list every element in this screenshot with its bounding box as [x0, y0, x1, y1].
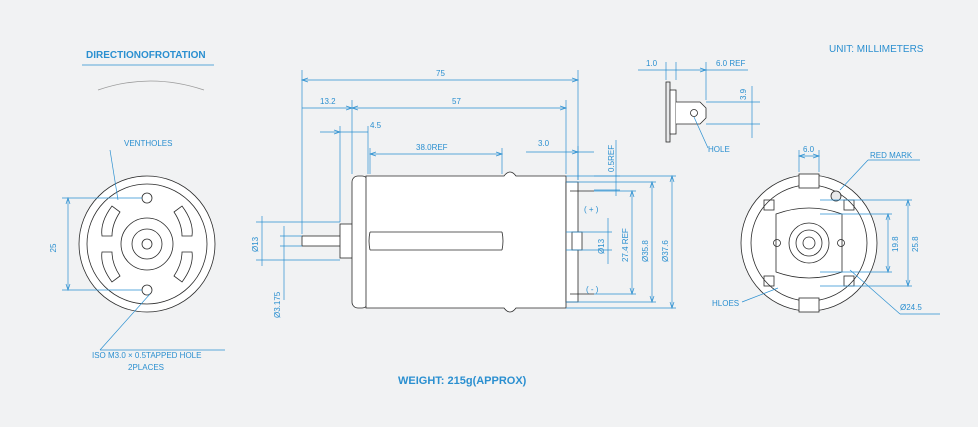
red-mark-dot [830, 190, 842, 202]
right-end-view [740, 173, 878, 313]
dim-25-8: 25.8 [911, 236, 920, 252]
venthole-4 [173, 251, 193, 283]
left-view-dims [62, 149, 225, 351]
shaft-end [141, 238, 153, 250]
hole-label: HOLE [708, 145, 730, 154]
dim-3-9: 3.9 [739, 88, 748, 100]
dim-d37-6: Ø37.6 [661, 240, 670, 262]
can-seam-curve-r [501, 231, 504, 251]
rear-cap-outer [740, 174, 878, 312]
end-cap-outer [78, 175, 216, 313]
side-view-dims [256, 70, 676, 310]
dim-57: 57 [452, 97, 461, 106]
right-view-dims [741, 150, 940, 315]
terminal-detail [665, 81, 707, 143]
venthole-3 [173, 205, 193, 237]
side-view [301, 171, 594, 313]
dim-4-5: 4.5 [370, 121, 382, 130]
left-dim-25: 25 [49, 243, 58, 252]
dim-3-0: 3.0 [538, 139, 550, 148]
dim-1-0: 1.0 [646, 59, 658, 68]
dim-38ref: 38.0REF [416, 143, 448, 152]
venthole-2 [101, 251, 121, 283]
dim-13-2: 13.2 [320, 97, 336, 106]
terminal-post [669, 89, 677, 135]
dim-27-4ref: 27.4 REF [621, 228, 630, 262]
bearing-inner [131, 228, 163, 260]
dim-0-5ref: 0.5REF [607, 145, 616, 172]
weight-label: WEIGHT: 215g(APPROX) [398, 375, 527, 387]
places-label: 2PLACES [128, 363, 164, 372]
rotation-title: DIRECTIONOFROTATION [86, 50, 206, 61]
plus-label: ( + ) [584, 205, 599, 214]
end-cap-ring [86, 183, 208, 305]
venthole-1 [101, 205, 121, 237]
terminal-dims [638, 62, 760, 149]
terminal-bottom [798, 297, 820, 313]
clip-1 [763, 199, 775, 211]
dim-d35-8: Ø35.8 [641, 240, 650, 262]
dim-d24-5: Ø24.5 [900, 303, 922, 312]
unit-label: UNIT: MILLIMETERS [829, 44, 924, 55]
rotation-arc [97, 80, 205, 91]
bearing-boss [120, 217, 174, 271]
dim-d13-left: Ø13 [251, 236, 260, 252]
motor-can [365, 171, 567, 313]
rear-bearing-outer [795, 229, 823, 257]
left-end-view [78, 175, 216, 313]
terminal-top [798, 173, 820, 189]
tapped-hole-label: ISO M3.0 × 0.5TAPPED HOLE [92, 351, 201, 360]
dim-75: 75 [436, 69, 445, 78]
dim-d3-175: Ø3.175 [273, 291, 282, 318]
minus-label: ( - ) [586, 285, 599, 294]
red-mark-label: RED MARK [870, 151, 913, 160]
terminal-base [665, 81, 671, 143]
rear-bearing-inner [802, 236, 816, 250]
terminal-tab [676, 101, 707, 125]
can-seam-curve-l [368, 231, 371, 251]
clip-3 [763, 275, 775, 287]
hloes-label: HLOES [712, 299, 739, 308]
rear-bearing [571, 231, 583, 251]
rear-hole-right [837, 239, 845, 247]
terminal-hole [690, 109, 698, 117]
dim-19-8: 19.8 [891, 236, 900, 252]
rear-hole-left [773, 239, 781, 247]
ventholes-label: VENTHOLES [124, 139, 172, 148]
rear-boss [788, 222, 830, 264]
dim-6-0: 6.0 [803, 145, 815, 154]
dim-6-0ref: 6.0 REF [716, 59, 745, 68]
dim-d13-right: Ø13 [597, 238, 606, 254]
